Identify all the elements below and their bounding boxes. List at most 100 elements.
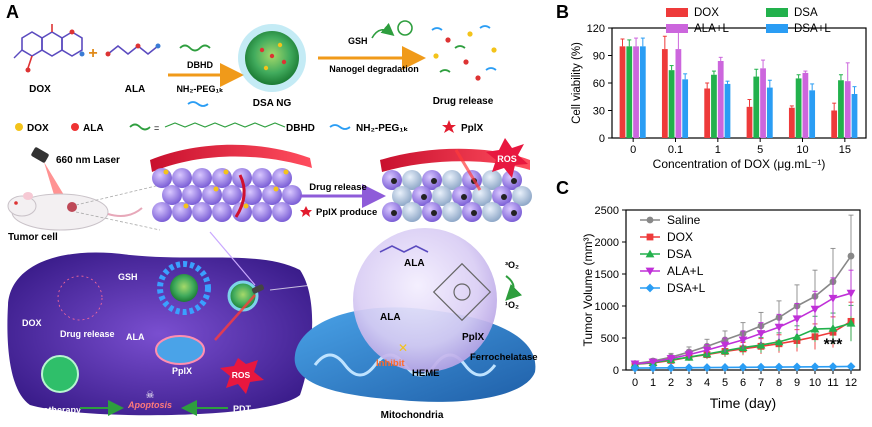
pplx-molecule-icon [432,262,492,322]
x-tick-label: 1 [715,144,721,156]
plus-sign: + [88,45,97,62]
y-tick-label: 60 [593,78,605,90]
legend-dbhd: DBHD [286,123,315,134]
released-fragments-icon [431,25,497,81]
data-point [756,362,766,372]
mito-ala-molecule-icon [379,245,429,253]
drug-release-label: Drug release [433,96,494,107]
legend-marker [645,267,655,276]
dsa-nanogel-icon [238,24,306,92]
mito-zoom-line [269,279,356,291]
nanogel-dot-icon [183,203,189,209]
inhibit-cross-icon: ✕ [398,341,408,355]
y-tick-label: 2000 [595,237,619,249]
x-tick-label: 4 [704,377,710,389]
cell-damage-icon [421,194,427,200]
y-axis-label: Cell viability (%) [571,42,583,124]
legend-marker [645,249,655,258]
data-point [828,362,838,372]
dbhd-structure-icon [164,122,286,128]
data-point [828,324,838,332]
legend-entry: ALA+L [667,264,704,278]
dbhd-squiggle-icon [179,44,211,52]
cell-zoom-line [209,231,256,286]
peg-squiggle-icon [187,101,209,107]
damaged-sphere [442,170,462,190]
y-tick-label: 500 [601,333,619,345]
tumor-tissue-after: ROS [380,138,532,222]
pdt-label: PDT [233,404,252,414]
mitochondria-scene: ALA ALA PplX Ferrochelatase ✕ Inhibit HE… [269,228,538,421]
legend-entry: DSA+L [667,281,706,295]
legend-ala: ALA [83,123,104,134]
mouse-icon [7,192,143,231]
x-tick-label: 7 [758,377,764,389]
tumor-sphere [212,202,232,222]
damaged-sphere [482,170,502,190]
laser-label: 660 nm Laser [56,155,120,166]
damaged-sphere [402,170,422,190]
legend-entry: Saline [667,213,701,227]
bar [711,74,717,138]
ala-label: ALA [125,84,146,95]
legend-swatch [666,8,688,17]
x-tick-label: 9 [794,377,800,389]
internal-nanogel-icon [170,274,198,302]
data-point [684,363,694,373]
damaged-sphere [482,202,502,222]
legend-marker [645,283,655,293]
y-tick-label: 120 [587,23,605,35]
bar [724,83,731,138]
gsh-curve-arrow [371,22,395,39]
x-tick-label: 12 [845,377,857,389]
panel-letter-b: B [556,2,569,22]
ferrochelatase-label: Ferrochelatase [470,352,538,363]
gsh-label: GSH [348,36,368,46]
damaged-sphere [512,186,532,206]
pplx-produce-label: PplX produce [316,207,377,218]
panel-a-synthesis: DOX + ALA DBHD NH₂-PEG₁ₖ DSA NG GSH [13,20,497,109]
bar [753,76,760,138]
laser-beam-right-icon [454,149,482,191]
nanogel-dot-icon [223,169,229,175]
x-tick-label: 11 [827,377,838,389]
vessel-branch-icon [234,174,246,218]
data-point [738,336,748,345]
y-tick-label: 1000 [595,301,619,313]
y-tick-label: 0 [613,365,619,377]
nanogel-dot-icon [213,186,219,192]
mito-ala-bottom: ALA [380,312,401,323]
data-point [828,294,838,303]
laser-device-icon [31,147,49,163]
tumor-sphere [252,168,272,188]
blood-vessel-icon [150,144,312,172]
y-tick-label: 2500 [595,205,619,217]
oxygen-conversion-arrow [505,275,523,301]
legend-entry: DSA [667,247,692,261]
legend-entry: DOX [667,230,693,244]
cell-laser-icon [251,284,265,294]
cell-damage-icon [391,178,397,184]
data-point [774,337,784,346]
x-tick-label: 2 [668,377,674,389]
bar [760,68,766,138]
x-tick-label: 0 [632,377,638,389]
legend-swatch [766,8,788,17]
legend-marker [646,233,654,241]
tumor-cell-scene: Tumor cell GSH DOX Drug release ALA PplX… [7,231,313,416]
cell-damage-icon [431,178,437,184]
tumor-sphere [202,185,222,205]
data-point [648,358,658,367]
panel-letter-c: C [556,178,569,198]
x-tick-label: 6 [740,377,746,389]
cell-damage-icon [511,210,517,216]
laser-treatment-scene: 660 nm Laser [7,147,161,231]
tumor-sphere [212,168,232,188]
tumor-sphere [152,168,172,188]
cell-damage-icon [431,210,437,216]
legend-swatch [766,24,788,33]
data-point [792,315,802,324]
